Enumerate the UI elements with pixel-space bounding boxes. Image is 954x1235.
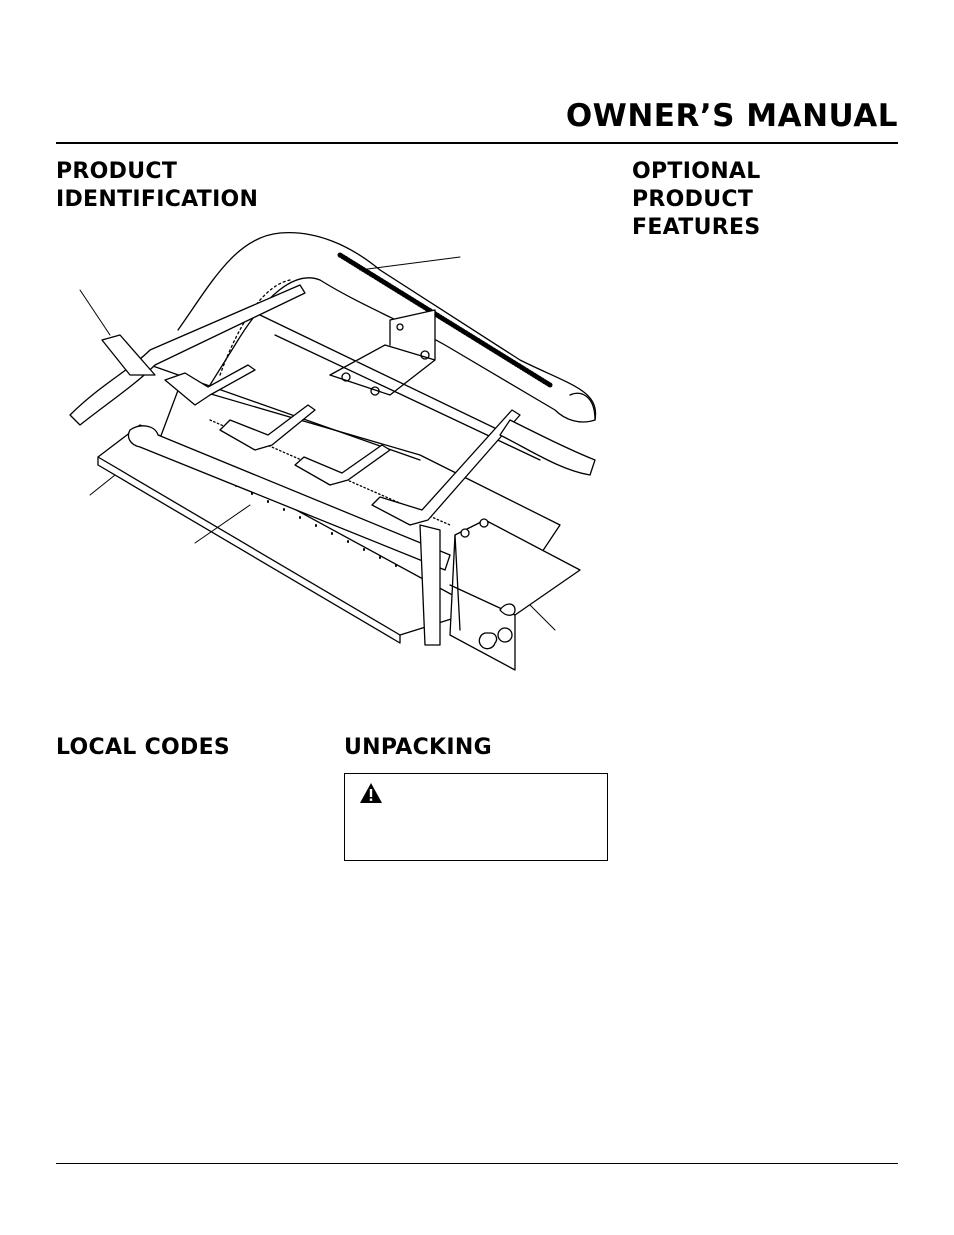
control-panel [449, 518, 581, 671]
product-illustration [69, 231, 597, 671]
callout-leaders [79, 256, 556, 631]
heading-line: OPTIONAL [632, 159, 761, 184]
heading-line: FEATURES [632, 215, 761, 240]
front-grate-bars [69, 284, 596, 646]
local-codes-heading: LOCAL CODES [56, 735, 231, 760]
heading-line: IDENTIFICATION [56, 187, 259, 212]
warning-box [344, 773, 608, 861]
page-title: OWNER’S MANUAL [565, 98, 898, 134]
rear-grate-bar [177, 231, 597, 423]
footer-rule [56, 1163, 898, 1164]
optional-features-heading: OPTIONAL PRODUCT FEATURES [632, 158, 761, 242]
warning-triangle-icon [360, 783, 382, 803]
control-bracket [329, 309, 436, 396]
product-identification-heading: PRODUCT IDENTIFICATION [56, 158, 258, 214]
heading-line: PRODUCT [632, 187, 754, 212]
header-rule [56, 142, 898, 144]
heading-line: PRODUCT [56, 159, 178, 184]
unpacking-heading: UNPACKING [344, 735, 492, 760]
